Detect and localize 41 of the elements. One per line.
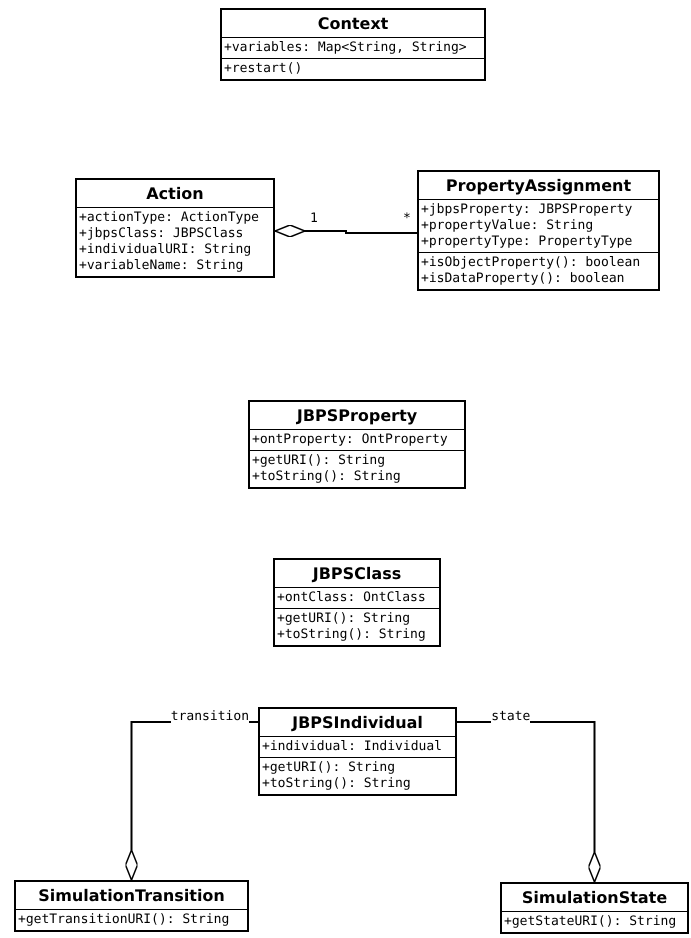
attribute-text: +individualURI: String [78,242,252,258]
attribute-text: +ontProperty: OntProperty [251,432,449,448]
class-box [220,8,486,81]
method-text: +toString(): String [251,469,402,485]
method-text: +isDataProperty(): boolean [420,271,626,287]
method-text: +restart() [223,61,304,77]
class-name: SimulationTransition [37,885,226,907]
method-text: +toString(): String [261,776,412,792]
class-box [258,707,457,796]
method-text: +isObjectProperty(): boolean [420,255,642,271]
method-text: +getURI(): String [276,611,412,627]
edge-label: transition [170,710,250,724]
class-name: Context [316,13,390,35]
class-name: PropertyAssignment [444,175,632,197]
method-text: +getURI(): String [251,453,386,469]
class-name: Action [145,183,205,205]
method-text: +getStateURI(): String [503,914,678,930]
method-text: +toString(): String [276,627,427,643]
class-box [500,882,689,934]
class-name: SimulationState [520,887,668,909]
attribute-text: +variableName: String [78,258,244,274]
attribute-text: +propertyType: PropertyType [420,234,634,250]
attribute-text: +jbpsClass: JBPSClass [78,226,244,242]
aggregation-line [274,224,417,238]
attribute-text: +individual: Individual [261,739,444,755]
method-text: +getURI(): String [261,760,396,776]
class-name: JBPSClass [310,563,402,585]
class-name: JBPSIndividual [290,712,424,734]
attribute-text: +variables: Map<String, String> [223,40,468,56]
class-box [417,170,660,291]
class-box [14,880,249,932]
attribute-text: +jbpsProperty: JBPSProperty [420,202,634,218]
attribute-text: +propertyValue: String [420,218,594,234]
method-text: +getTransitionURI(): String [17,912,230,928]
class-box [248,400,466,489]
attribute-text: +ontClass: OntClass [276,590,427,606]
class-box [75,178,275,278]
attribute-text: +actionType: ActionType [78,210,260,226]
class-name: JBPSProperty [295,405,418,427]
class-box [273,558,441,647]
edge-label: state [491,710,530,724]
